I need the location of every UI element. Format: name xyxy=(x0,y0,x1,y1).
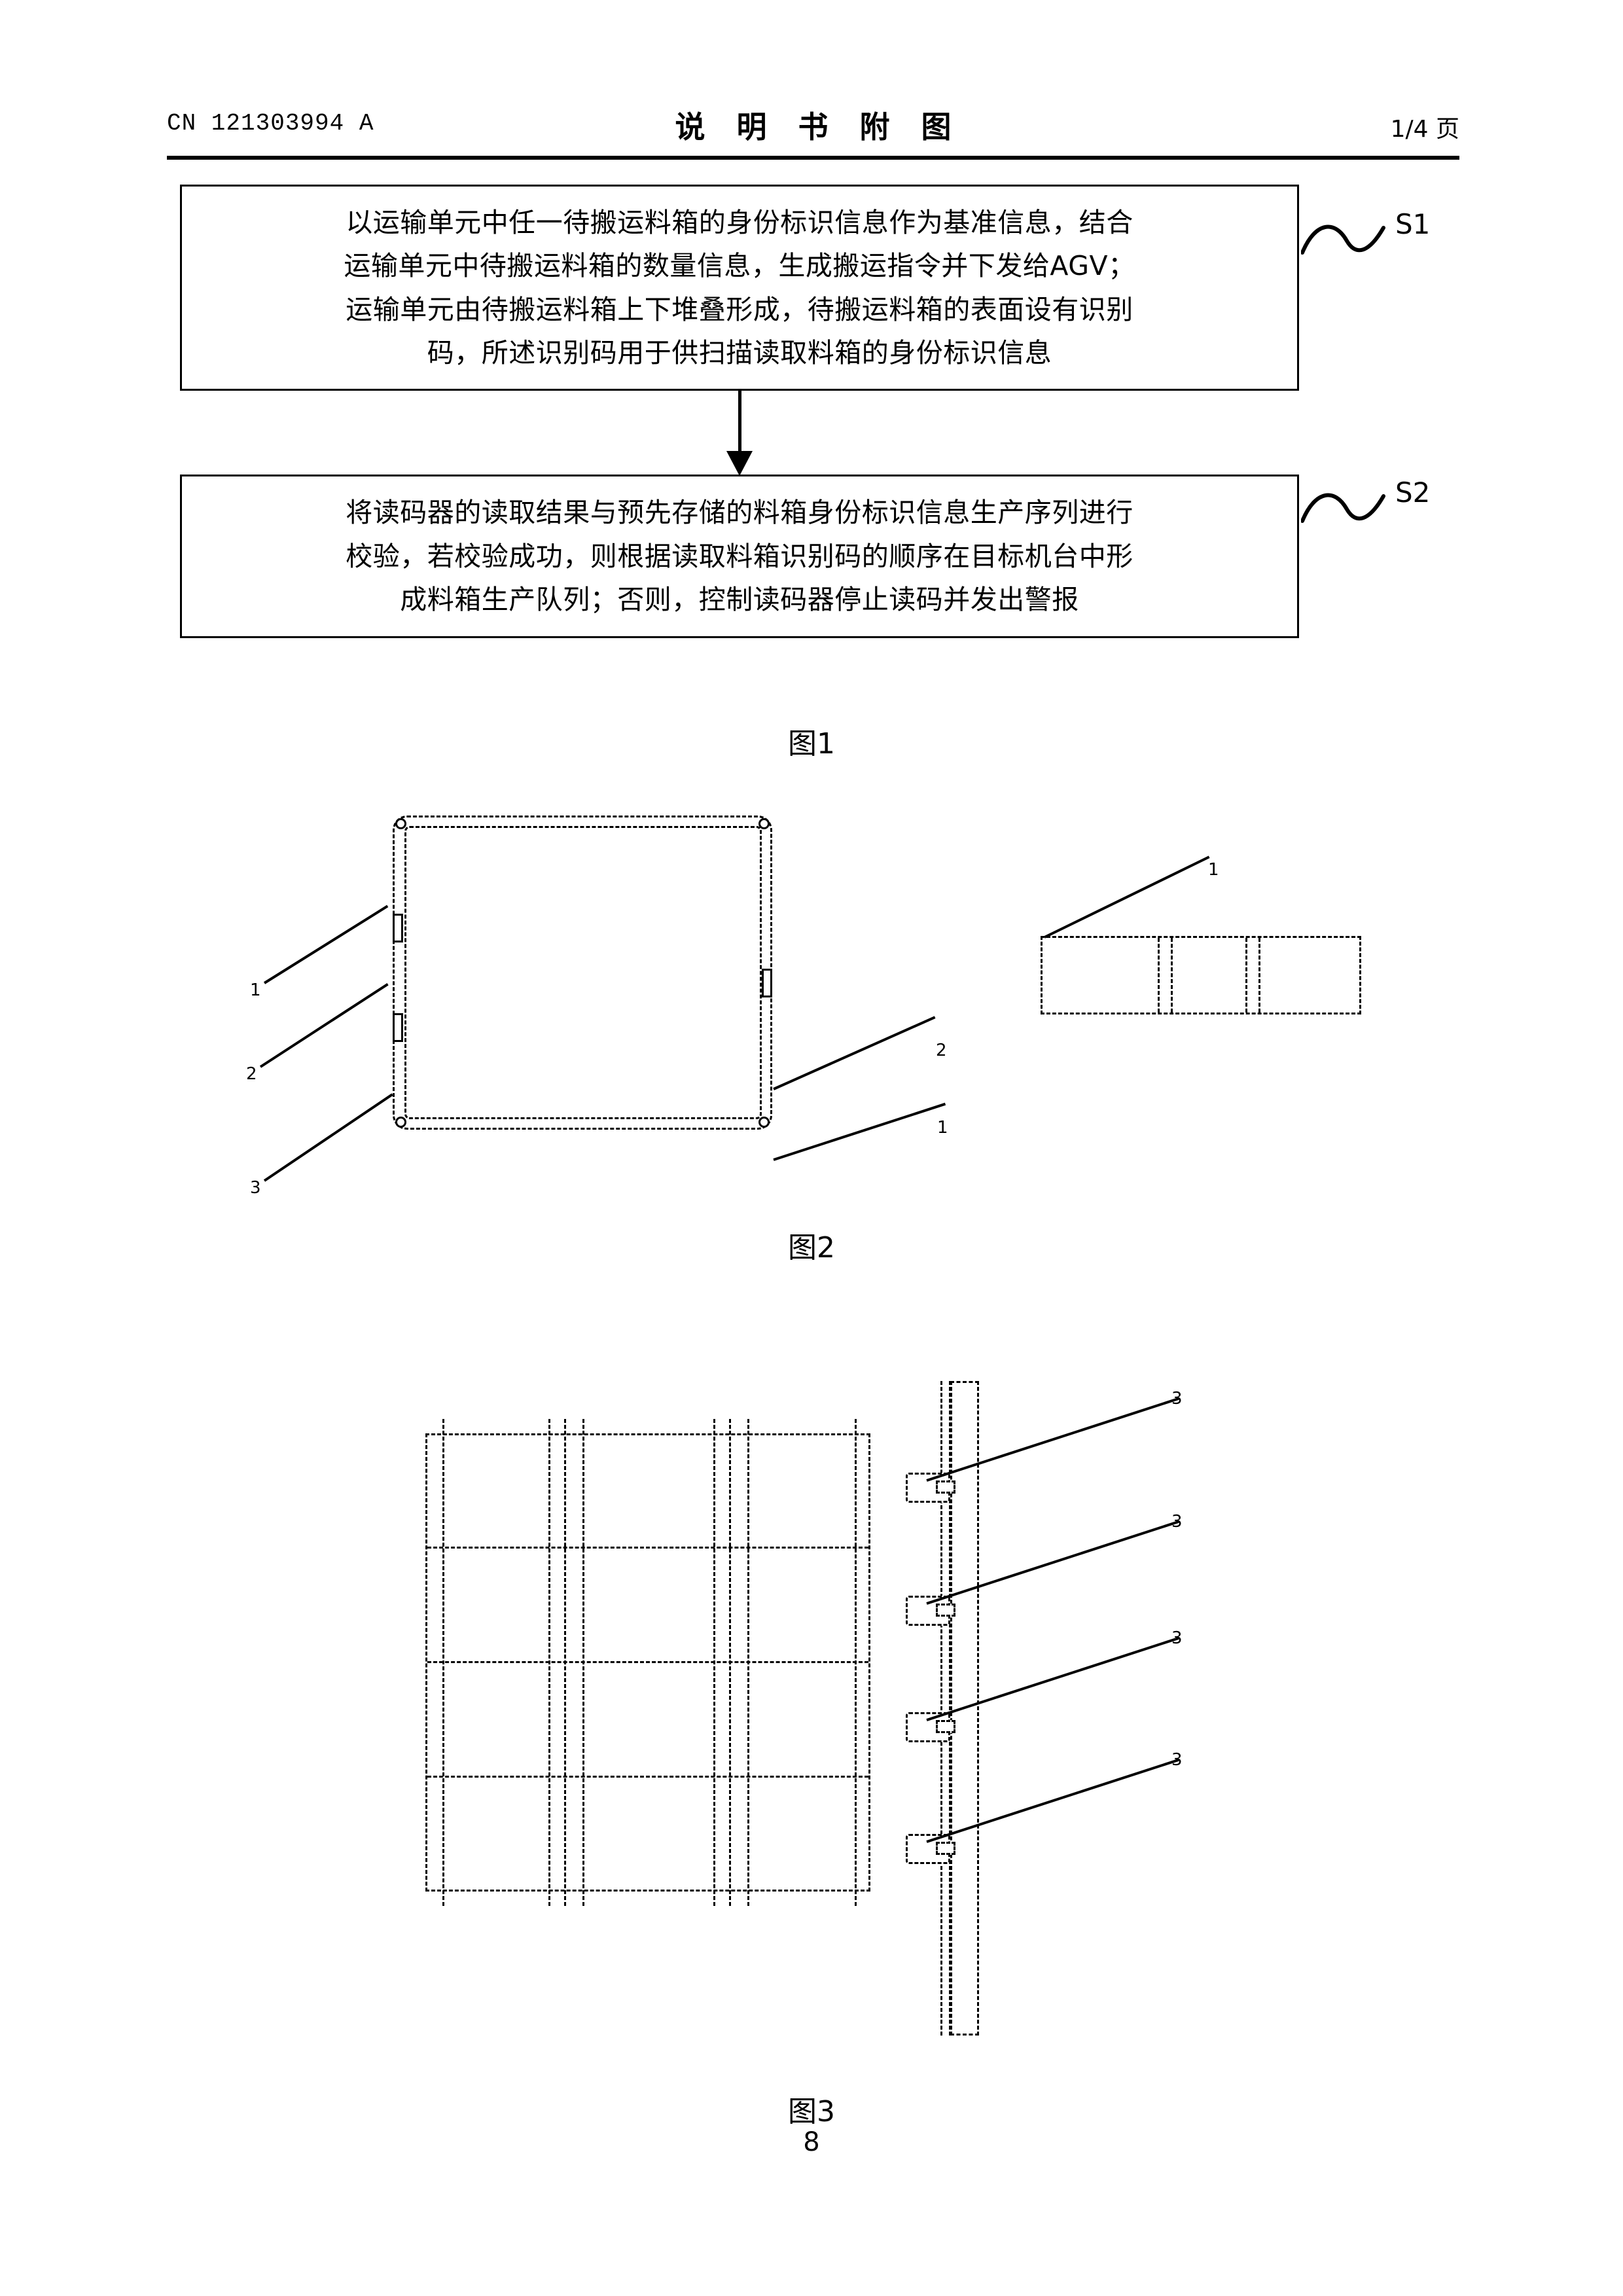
rail-bracket-tab-3 xyxy=(936,1720,955,1733)
grid-col-divider-2a xyxy=(713,1419,715,1906)
figure-2-caption: 图2 xyxy=(788,1231,835,1265)
page-header: CN 121303994 A 说 明 书 附 图 1/4 页 xyxy=(167,98,1459,160)
bin-grid-front-view xyxy=(425,1433,870,1892)
grid-row-divider-2 xyxy=(427,1661,868,1663)
grid-col-divider-1b xyxy=(564,1419,566,1906)
arrow-head xyxy=(726,451,753,476)
fig2-ref-numeral-3: 3 xyxy=(250,1178,261,1198)
figure-1-caption: 图1 xyxy=(788,727,835,761)
bin-corner-marker-br xyxy=(758,1117,770,1128)
flowchart-step-s1-text: 以运输单元中任一待搬运料箱的身份标识信息作为基准信息，结合 运输单元中待搬运料箱… xyxy=(344,206,1135,368)
fig2-ref-numeral-1: 1 xyxy=(250,980,261,1000)
fig2-ref-numeral-2: 2 xyxy=(246,1064,257,1084)
figure-3-drawing: 3 3 3 3 图3 xyxy=(0,1348,1623,2212)
fig3-ref-numeral-2: 3 xyxy=(1171,1512,1183,1532)
fig3-ref-numeral-1: 3 xyxy=(1171,1389,1183,1408)
figure-2-drawing: 1 2 3 2 1 1 图2 xyxy=(0,805,1623,1289)
flowchart-connector-arrow xyxy=(726,391,753,476)
step-label-s2: S2 xyxy=(1395,476,1431,509)
step-label-s1: S1 xyxy=(1395,208,1431,240)
bin-corner-marker-bl xyxy=(395,1117,406,1128)
rail-bracket-tab-2 xyxy=(936,1604,955,1617)
grid-col-divider-2b xyxy=(729,1419,731,1906)
bin-stack-side-view xyxy=(1041,936,1361,1014)
vertical-rail xyxy=(950,1381,979,2036)
figure-3-caption: 图3 xyxy=(788,2095,835,2128)
fig2-leader-3 xyxy=(263,1093,393,1182)
page-indicator: 1/4 页 xyxy=(1390,116,1459,143)
fig2-leader-4 xyxy=(773,1016,936,1090)
bin-corner-marker-tr xyxy=(758,818,770,829)
grid-edge-right-inner xyxy=(855,1419,857,1906)
fig2-ref-numeral-6: 1 xyxy=(1208,860,1219,880)
grid-row-divider-1 xyxy=(427,1547,868,1549)
fig3-ref-numeral-3: 3 xyxy=(1171,1628,1183,1648)
s2-leader-squiggle xyxy=(1301,493,1385,523)
page-number-footer: 8 xyxy=(803,2127,820,2157)
bin-side-notch-right xyxy=(762,969,772,997)
rail-bracket-tab-1 xyxy=(936,1480,955,1494)
fig3-ref-numeral-4: 3 xyxy=(1171,1750,1183,1770)
fig2-leader-2 xyxy=(259,982,389,1068)
header-divider xyxy=(167,156,1459,160)
arrow-shaft xyxy=(738,391,741,456)
grid-edge-left-inner xyxy=(442,1419,444,1906)
rail-bracket-tab-4 xyxy=(936,1842,955,1855)
figure-1-flowchart: 以运输单元中任一待搬运料箱的身份标识信息作为基准信息，结合 运输单元中待搬运料箱… xyxy=(0,177,1623,838)
grid-col-divider-1a xyxy=(548,1419,550,1906)
stack-divider-a xyxy=(1158,938,1160,1013)
rail-backplate xyxy=(940,1381,951,2036)
s1-leader-squiggle xyxy=(1301,224,1385,255)
publication-number: CN 121303994 A xyxy=(167,110,374,137)
grid-col-divider-1c xyxy=(582,1419,584,1906)
bin-side-notch-lower-left xyxy=(393,1013,403,1042)
fig2-ref-numeral-4: 2 xyxy=(936,1041,947,1060)
grid-row-divider-3 xyxy=(427,1776,868,1778)
fig2-leader-6 xyxy=(1044,855,1210,939)
fig2-leader-5 xyxy=(773,1102,946,1161)
fig2-ref-numeral-5: 1 xyxy=(937,1118,948,1138)
bin-corner-marker-tl xyxy=(395,818,406,829)
stack-divider-b xyxy=(1171,938,1173,1013)
bin-top-view-inner-outline xyxy=(404,826,762,1119)
grid-col-divider-2c xyxy=(747,1419,749,1906)
flowchart-step-s2: 将读码器的读取结果与预先存储的料箱身份标识信息生产序列进行 校验，若校验成功，则… xyxy=(180,475,1299,638)
bin-side-notch-upper-left xyxy=(393,914,403,942)
document-title: 说 明 书 附 图 xyxy=(675,109,962,145)
stack-divider-c xyxy=(1245,938,1247,1013)
fig2-leader-1 xyxy=(263,905,389,984)
flowchart-step-s1: 以运输单元中任一待搬运料箱的身份标识信息作为基准信息，结合 运输单元中待搬运料箱… xyxy=(180,185,1299,391)
flowchart-step-s2-text: 将读码器的读取结果与预先存储的料箱身份标识信息生产序列进行 校验，若校验成功，则… xyxy=(346,497,1133,616)
stack-divider-d xyxy=(1258,938,1260,1013)
